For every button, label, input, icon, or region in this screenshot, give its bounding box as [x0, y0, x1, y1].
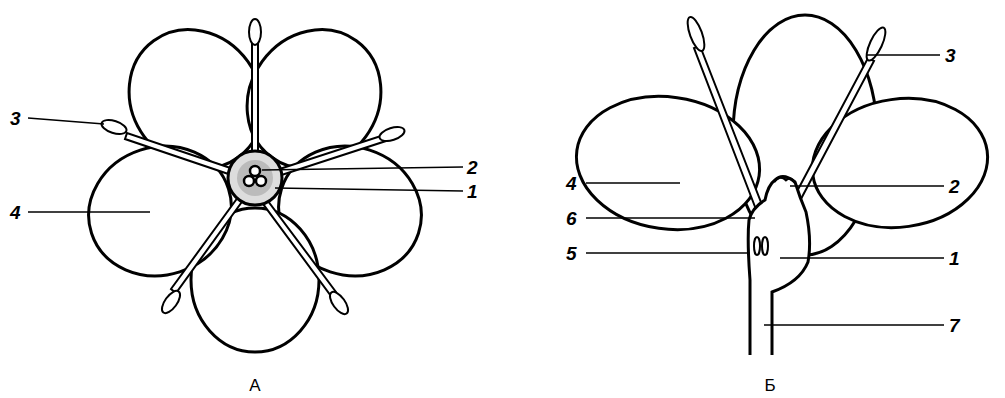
- callout-number: 7: [949, 316, 960, 335]
- callout-number: 2: [467, 158, 478, 177]
- callout-number: 4: [566, 174, 577, 193]
- callout-number: 3: [10, 109, 21, 128]
- callout-number: 2: [949, 177, 960, 196]
- figure-letter: Б: [764, 377, 775, 394]
- callout-number: 1: [467, 182, 478, 201]
- callout-number: 1: [949, 249, 960, 268]
- callout-number: 5: [566, 244, 577, 263]
- callout-number: 6: [566, 209, 577, 228]
- callout-number: 3: [945, 46, 956, 65]
- callout-number: 4: [10, 203, 21, 222]
- figure-letter: А: [249, 377, 260, 394]
